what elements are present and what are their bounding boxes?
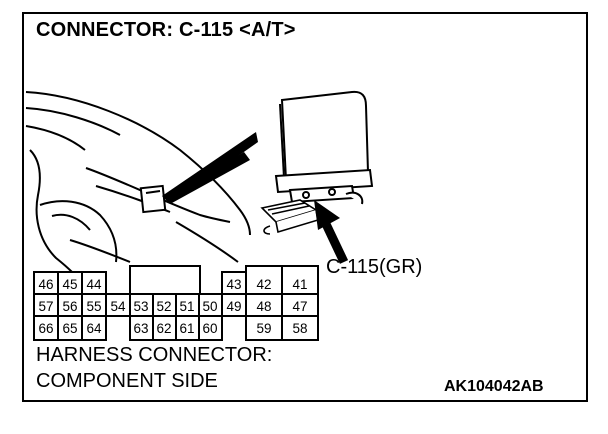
dash-module-icon [139, 184, 167, 214]
pin-62: 62 [156, 321, 171, 336]
pin-45: 45 [62, 277, 77, 292]
harness-plug-icon [260, 199, 319, 235]
pin-54: 54 [110, 299, 126, 314]
pin-51: 51 [179, 299, 194, 314]
leader-beam [162, 132, 258, 204]
pin-labels: 46 45 44 43 42 41 57 56 55 54 53 52 51 5… [38, 277, 307, 336]
pin-43: 43 [226, 277, 241, 292]
pin-55: 55 [86, 299, 101, 314]
diagram-frame [22, 12, 588, 402]
pin-44: 44 [86, 277, 102, 292]
connector-pointer-arrow [314, 200, 349, 264]
diagram-title: CONNECTOR: C-115 <A/T> [36, 19, 296, 41]
connector-code-label: C-115(GR) [326, 256, 423, 278]
pin-50: 50 [202, 299, 217, 314]
pin-53: 53 [133, 299, 148, 314]
pin-59: 59 [256, 321, 271, 336]
connector-face [33, 265, 319, 341]
caption-harness: HARNESS CONNECTOR: [36, 344, 273, 366]
pin-52: 52 [156, 299, 171, 314]
pin-49: 49 [226, 299, 241, 314]
pin-61: 61 [179, 321, 194, 336]
control-unit-icon [274, 90, 374, 205]
pin-63: 63 [133, 321, 148, 336]
pin-58: 58 [292, 321, 307, 336]
pin-64: 64 [86, 321, 102, 336]
pin-66: 66 [38, 321, 53, 336]
pin-60: 60 [202, 321, 217, 336]
pin-65: 65 [62, 321, 77, 336]
pin-48: 48 [256, 299, 271, 314]
pin-57: 57 [38, 299, 53, 314]
pin-47: 47 [292, 299, 307, 314]
dashboard-drawing [25, 91, 251, 273]
pin-56: 56 [62, 299, 77, 314]
reference-code: AK104042AB [444, 378, 544, 395]
pin-46: 46 [38, 277, 53, 292]
pin-41: 41 [292, 277, 307, 292]
pin-42: 42 [256, 277, 271, 292]
caption-component-side: COMPONENT SIDE [36, 370, 218, 392]
